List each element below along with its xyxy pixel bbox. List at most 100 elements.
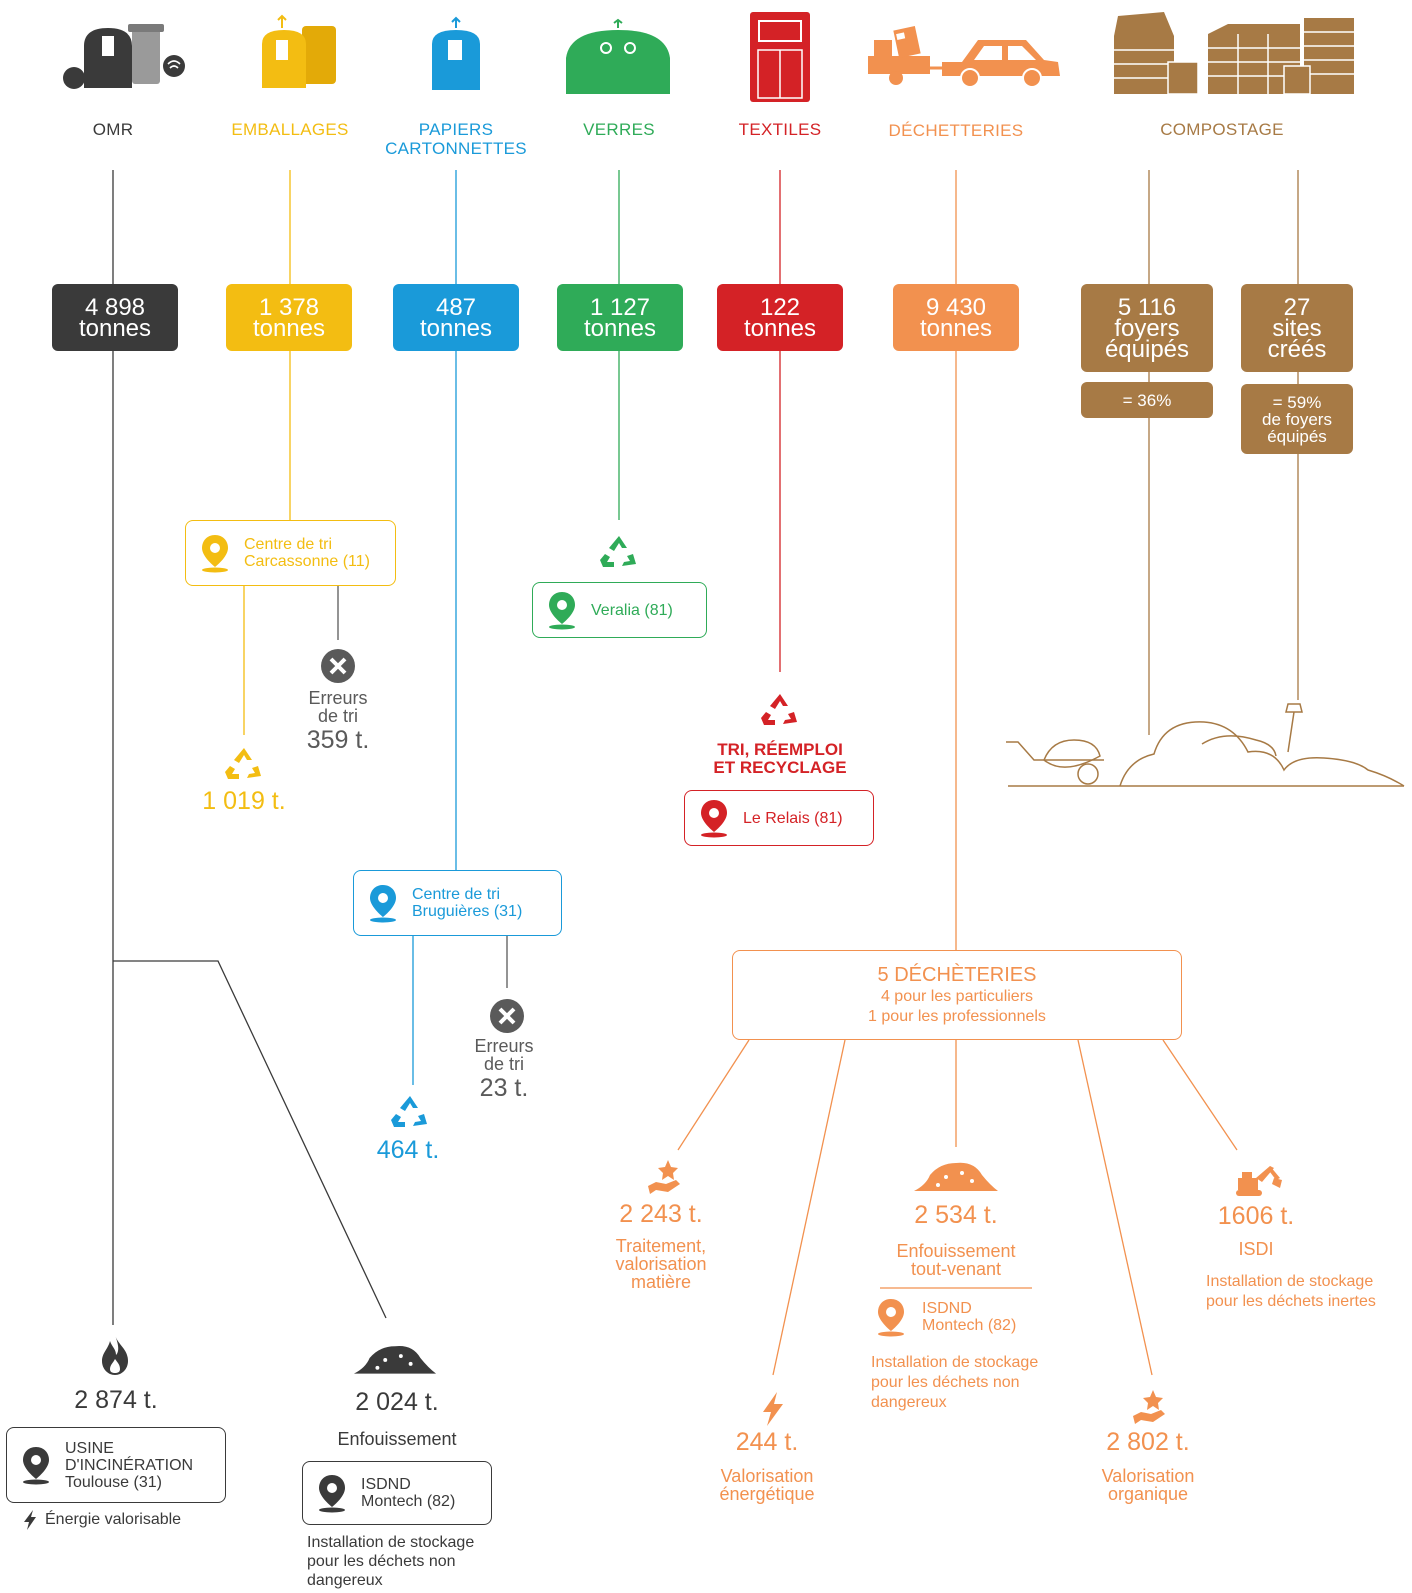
textiles-container-icon — [750, 12, 810, 102]
verres-tonnage-value: 1 127 — [589, 293, 651, 321]
location-pin-icon — [370, 885, 396, 923]
decheteries-sub2: 1 pour les professionnels — [868, 1008, 1046, 1025]
emballages-tonnage-unit: tonnes — [252, 314, 326, 342]
omr-isdnd-desc2: pour les déchets non — [307, 1553, 456, 1570]
location-pin-icon — [202, 535, 228, 573]
location-pin-icon — [23, 1447, 49, 1485]
omr-usine-l2: D'INCINÉRATION — [65, 1456, 194, 1474]
papiers-centre-tri-box: Centre de tri Bruguières (31) — [353, 870, 562, 936]
decheteries-title: 5 DÉCHÈTERIES — [877, 964, 1037, 986]
decheteries-box: 5 DÉCHÈTERIES 4 pour les particuliers 1 … — [732, 950, 1182, 1040]
papiers-tonnage-badge: 487 tonnes — [393, 284, 519, 351]
omr-usine-l3: Toulouse (31) — [65, 1473, 162, 1491]
recycle-icon — [391, 1096, 427, 1127]
compost-sites-badge: 27 sites créés — [1241, 284, 1353, 372]
decheteries-energetique-l2: énergétique — [719, 1484, 815, 1504]
compost-garden-scene-icon — [1006, 703, 1405, 787]
omr-isdnd-desc: Installation de stockage pour les déchet… — [307, 1533, 474, 1590]
lightning-icon — [24, 1510, 36, 1530]
decheteries-isdi-desc1: Installation de stockage — [1206, 1273, 1374, 1290]
papiers-erreurs-value: 23 t. — [479, 1074, 529, 1102]
omr-tonnage-unit: tonnes — [78, 314, 152, 342]
decheteries-matiere-value: 2 243 t. — [619, 1200, 703, 1228]
textiles-label-l2: ET RECYCLAGE — [713, 758, 847, 777]
decheteries-organique-value: 2 802 t. — [1106, 1428, 1190, 1456]
decheteries-isdi-label: ISDI — [1238, 1239, 1274, 1259]
papiers-erreurs-l1: Erreurs — [474, 1036, 534, 1056]
decheteries-matiere-l2: valorisation — [615, 1254, 707, 1274]
recycle-icon — [225, 748, 261, 779]
omr-usine-box: USINE D'INCINÉRATION Toulouse (31) — [6, 1427, 226, 1503]
hand-star-icon — [648, 1160, 680, 1194]
decheteries-enfouissement-l2: tout-venant — [910, 1259, 1002, 1279]
decheteries-tonnage-value: 9 430 — [925, 293, 987, 321]
category-emballages: EMBALLAGES — [231, 120, 349, 139]
decheteries-isdi-desc2: pour les déchets inertes — [1206, 1293, 1376, 1310]
category-omr: OMR — [92, 120, 134, 139]
textiles-label-l1: TRI, RÉEMPLOI — [717, 740, 843, 759]
compost-sites-l1: sites — [1272, 314, 1322, 342]
location-pin-icon — [701, 800, 727, 838]
compost-foyers-pct-badge: = 36% — [1081, 382, 1213, 418]
compost-foyers-l1: foyers — [1114, 314, 1180, 342]
location-pin-icon — [878, 1299, 904, 1337]
category-verres: VERRES — [583, 120, 655, 139]
category-compostage: COMPOSTAGE — [1160, 120, 1284, 139]
recycle-icon — [600, 536, 636, 567]
emballages-recycled-value: 1 019 t. — [202, 787, 286, 815]
category-decheteries: DÉCHETTERIES — [888, 121, 1024, 140]
decheteries-sub1: 4 pour les particuliers — [880, 988, 1034, 1005]
papiers-bin-icon — [432, 16, 480, 90]
papiers-centre-l2: Bruguières (31) — [412, 903, 523, 920]
compost-foyers-l2: équipés — [1104, 335, 1190, 363]
emballages-centre-tri-box: Centre de tri Carcassonne (11) — [185, 520, 396, 586]
verres-site-box: Veralia (81) — [532, 582, 707, 638]
papiers-tonnage-unit: tonnes — [419, 314, 493, 342]
textiles-tonnage-badge: 122 tonnes — [717, 284, 843, 351]
omr-usine-l1: USINE — [65, 1439, 114, 1457]
decheteries-energetique-label: Valorisation énergétique — [719, 1467, 814, 1503]
decheteries-isdnd-desc2: pour les déchets non — [871, 1374, 1020, 1391]
emballages-erreurs-l2: de tri — [317, 706, 359, 726]
waste-pile-icon — [353, 1346, 437, 1374]
omr-enfouissement-label: Enfouissement — [337, 1429, 457, 1449]
emballages-erreurs-value: 359 t. — [306, 726, 370, 754]
emballages-centre-l2: Carcassonne (11) — [244, 553, 370, 570]
omr-isdnd-l2: Montech (82) — [361, 1493, 456, 1510]
verres-tonnage-badge: 1 127 tonnes — [557, 284, 683, 351]
category-papiers: PAPIERS CARTONNETTES — [385, 120, 527, 158]
papiers-erreurs-label: Erreurs de tri — [474, 1037, 533, 1073]
compost-sites-pct-l1: = 59% — [1272, 392, 1322, 412]
lightning-icon — [763, 1392, 783, 1426]
emballages-tonnage-value: 1 378 — [258, 293, 320, 321]
error-x-icon — [321, 649, 355, 683]
decheteries-tonnage-badge: 9 430 tonnes — [893, 284, 1019, 351]
decheteries-energetique-value: 244 t. — [735, 1428, 799, 1456]
papiers-erreurs-l2: de tri — [483, 1054, 525, 1074]
omr-tonnage-badge: 4 898 tonnes — [52, 284, 178, 351]
hand-star-icon — [1133, 1390, 1165, 1424]
compost-sites-value: 27 — [1283, 293, 1311, 321]
recycle-icon — [761, 694, 797, 725]
decheteries-tonnage-unit: tonnes — [919, 314, 993, 342]
omr-isdnd-desc3: dangereux — [307, 1572, 383, 1589]
decheteries-isdnd-desc3: dangereux — [871, 1394, 947, 1411]
papiers-recycled-value: 464 t. — [376, 1136, 440, 1164]
flame-icon — [102, 1335, 128, 1375]
error-x-icon — [490, 999, 524, 1033]
compost-foyers-value: 5 116 — [1117, 293, 1177, 321]
decheteries-organique-label: Valorisation organique — [1102, 1467, 1195, 1503]
compost-sites-l2: créés — [1267, 335, 1327, 363]
emballages-centre-l1: Centre de tri — [244, 536, 333, 553]
decheteries-isdnd-desc: Installation de stockage pour les déchet… — [871, 1353, 1038, 1413]
category-papiers-line2: CARTONNETTES — [385, 139, 527, 158]
verres-container-icon — [566, 18, 670, 94]
omr-isdnd-l1: ISDND — [361, 1476, 411, 1493]
omr-energie-label: Énergie valorisable — [45, 1511, 182, 1528]
compost-sites-pct-l2: de foyers — [1262, 409, 1332, 429]
decheteries-matiere-l1: Traitement, — [615, 1236, 707, 1256]
textiles-site-name: Le Relais (81) — [743, 809, 843, 827]
papiers-centre-l1: Centre de tri — [412, 886, 501, 903]
omr-isdnd-desc1: Installation de stockage — [307, 1534, 475, 1551]
decheteries-organique-l2: organique — [1107, 1484, 1189, 1504]
